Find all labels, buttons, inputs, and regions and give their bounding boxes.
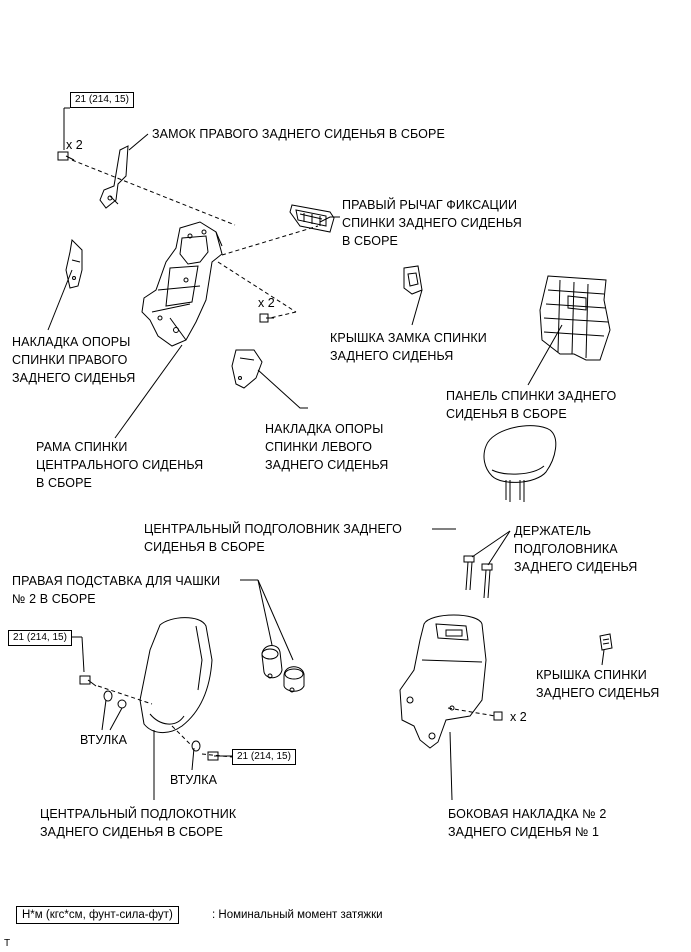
seatback-frame-icon	[141, 221, 223, 347]
quantity-label: x 2	[66, 138, 83, 152]
armrest-icon	[139, 617, 213, 733]
headrest-icon	[483, 425, 557, 502]
legend-description: : Номинальный момент затяжки	[212, 909, 383, 921]
label-right-seat-lock: ЗАМОК ПРАВОГО ЗАДНЕГО СИДЕНЬЯ В СБОРЕ	[152, 127, 445, 141]
footer-code: T	[4, 938, 11, 949]
label-side-cover: БОКОВАЯ НАКЛАДКА № 2 ЗАДНЕГО СИДЕНЬЯ № 1	[448, 807, 607, 839]
hinge-cover-left-icon	[231, 349, 263, 389]
quantity-label: x 2	[258, 296, 275, 310]
hinge-cover-right-icon	[65, 238, 83, 289]
headrest-holder-icon	[463, 555, 493, 599]
bushing-icon	[191, 740, 201, 752]
side-cover-icon	[399, 614, 487, 749]
label-seatback-panel: ПАНЕЛЬ СПИНКИ ЗАДНЕГО СИДЕНЬЯ В СБОРЕ	[446, 389, 617, 421]
bushing-icon	[103, 690, 127, 709]
bolt-icon	[79, 675, 97, 687]
bolt-icon	[207, 751, 232, 761]
label-headrest-holder: ДЕРЖАТЕЛЬ ПОДГОЛОВНИКА ЗАДНЕГО СИДЕНЬЯ	[514, 524, 638, 574]
seatback-cover-icon	[599, 633, 613, 651]
torque-spec-box: 21 (214, 15)	[232, 749, 296, 765]
label-lock-cover: КРЫШКА ЗАМКА СПИНКИ ЗАДНЕГО СИДЕНЬЯ	[330, 331, 487, 363]
seat-lock-icon	[99, 145, 129, 209]
torque-spec-box: 21 (214, 15)	[8, 630, 72, 646]
leader-lines	[47, 107, 605, 801]
label-right-release-lever: ПРАВЫЙ РЫЧАГ ФИКСАЦИИ СПИНКИ ЗАДНЕГО СИД…	[342, 198, 522, 248]
label-bushing: ВТУЛКА	[170, 773, 218, 787]
torque-spec-box: 21 (214, 15)	[70, 92, 134, 108]
label-right-hinge-cover: НАКЛАДКА ОПОРЫ СПИНКИ ПРАВОГО ЗАДНЕГО СИ…	[12, 335, 136, 385]
bolt-icon	[259, 313, 274, 323]
label-seatback-cover: КРЫШКА СПИНКИ ЗАДНЕГО СИДЕНЬЯ	[536, 668, 660, 700]
seatback-panel-icon	[539, 275, 611, 361]
legend-unit-box: Н*м (кгс*см, фунт-сила-фут)	[16, 906, 179, 924]
label-left-hinge-cover: НАКЛАДКА ОПОРЫ СПИНКИ ЛЕВОГО ЗАДНЕГО СИД…	[265, 422, 389, 472]
cup-holder-icon	[261, 645, 305, 693]
lock-cover-icon	[403, 265, 423, 295]
label-bushing: ВТУЛКА	[80, 733, 128, 747]
label-center-headrest: ЦЕНТРАЛЬНЫЙ ПОДГОЛОВНИК ЗАДНЕГО СИДЕНЬЯ …	[144, 522, 402, 554]
label-center-frame: РАМА СПИНКИ ЦЕНТРАЛЬНОГО СИДЕНЬЯ В СБОРЕ	[36, 440, 204, 490]
bolt-icon	[493, 711, 503, 721]
quantity-label: x 2	[510, 710, 527, 724]
label-center-armrest: ЦЕНТРАЛЬНЫЙ ПОДЛОКОТНИК ЗАДНЕГО СИДЕНЬЯ …	[40, 807, 237, 839]
bolt-icon	[57, 151, 75, 161]
release-lever-icon	[289, 204, 335, 233]
label-cup-holder: ПРАВАЯ ПОДСТАВКА ДЛЯ ЧАШКИ № 2 В СБОРЕ	[12, 574, 221, 606]
